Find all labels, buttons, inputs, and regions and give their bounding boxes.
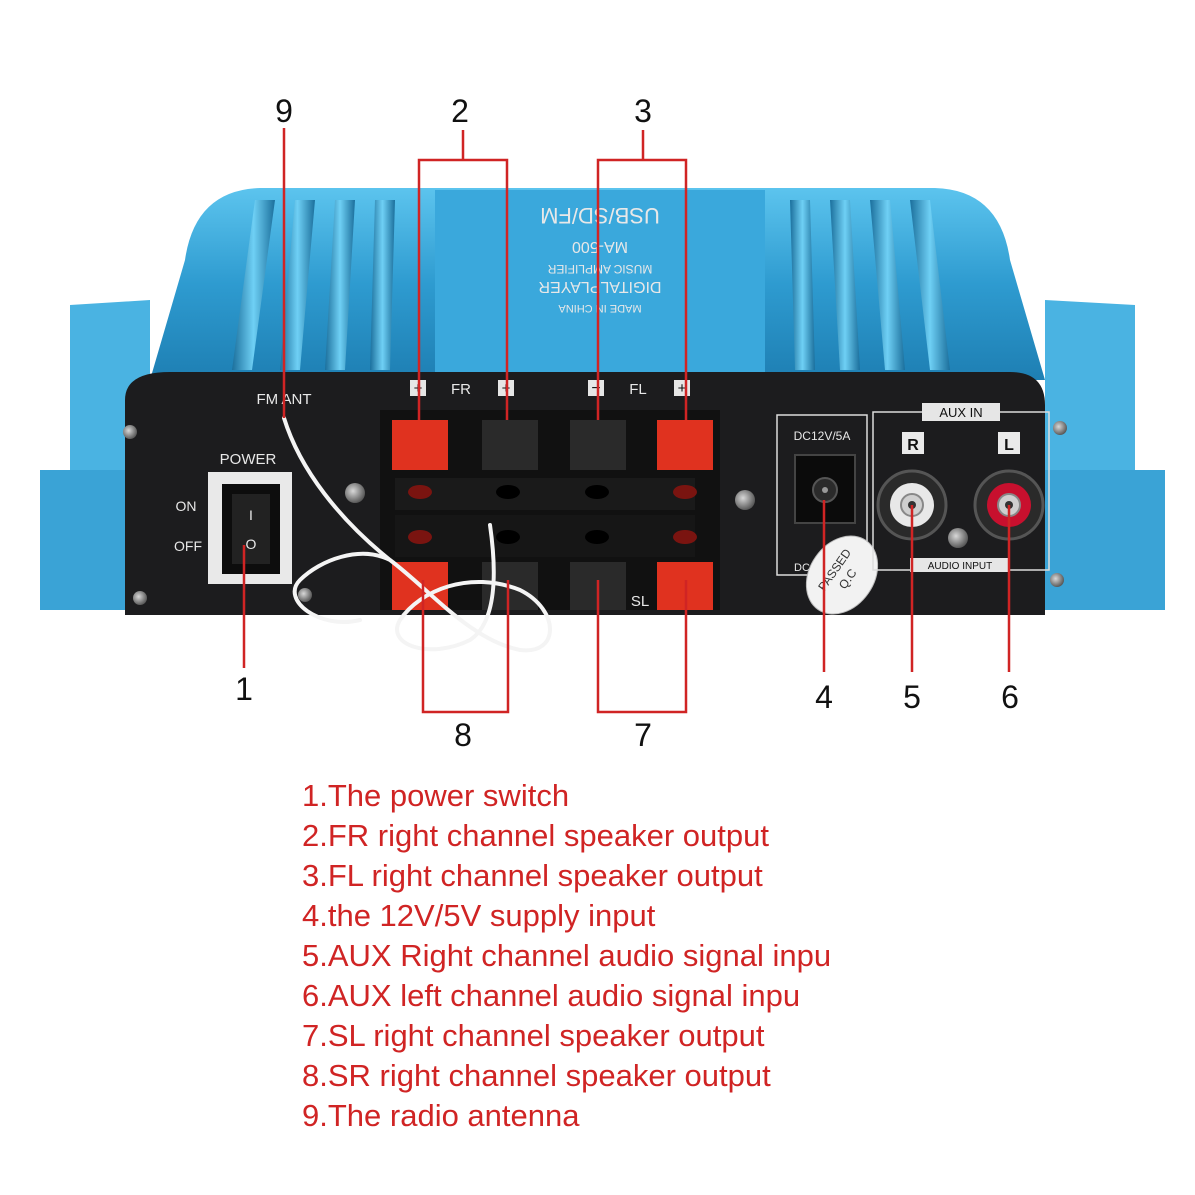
callout-lines [242, 128, 1011, 714]
callout-1: 1 [235, 671, 253, 707]
legend-item-5: 5.AUX Right channel audio signal inpu [302, 938, 832, 973]
callout-2: 2 [451, 93, 469, 129]
side-flange-right [1045, 300, 1165, 610]
amplifier-diagram: MADE IN CHINA DIGITALPLAYER MUSIC AMPLIF… [40, 93, 1165, 753]
panel-screw [298, 588, 312, 602]
aux-l-label: L [1004, 437, 1014, 454]
panel-screw [948, 528, 968, 548]
terminal-fr-plus[interactable] [482, 420, 538, 470]
speaker-terminal-block: + FR + − FL + SL [380, 380, 720, 610]
svg-text:MA-500: MA-500 [572, 238, 628, 255]
switch-off-mark: O [246, 536, 257, 552]
panel-screw [735, 490, 755, 510]
fr-label: FR [451, 381, 471, 398]
fl-plus-sign: + [678, 380, 687, 397]
on-label: ON [176, 498, 197, 514]
sl-label: SL [631, 593, 649, 610]
dc-polarity-label: DC [794, 562, 810, 574]
cooling-fins-left [232, 200, 395, 370]
terminal-fl-minus[interactable] [570, 420, 626, 470]
off-label: OFF [174, 538, 202, 554]
svg-text:MUSIC AMPLIFIER: MUSIC AMPLIFIER [547, 262, 652, 276]
branding-text: MADE IN CHINA DIGITALPLAYER MUSIC AMPLIF… [539, 203, 662, 314]
legend-item-1: 1.The power switch [302, 778, 570, 813]
dc-label: DC12V/5A [794, 429, 851, 443]
fl-minus-sign: − [591, 380, 600, 397]
panel-screw [1050, 573, 1064, 587]
switch-on-mark: I [249, 507, 253, 523]
audio-input-label: AUDIO INPUT [928, 561, 992, 572]
power-label: POWER [220, 451, 277, 468]
panel-screw [345, 483, 365, 503]
callout-5: 5 [903, 679, 921, 715]
terminal-fl-plus[interactable] [657, 420, 713, 470]
legend-item-3: 3.FL right channel speaker output [302, 858, 763, 893]
legend-item-9: 9.The radio antenna [302, 1098, 580, 1133]
fl-label: FL [629, 381, 647, 398]
callout-9: 9 [275, 93, 293, 129]
callout-8: 8 [454, 717, 472, 753]
cooling-fins-right [790, 200, 950, 370]
callout-3: 3 [634, 93, 652, 129]
branding-plate [435, 190, 765, 375]
legend-item-2: 2.FR right channel speaker output [302, 818, 769, 853]
svg-text:USB/SD/FM: USB/SD/FM [540, 203, 660, 228]
aux-in-label: AUX IN [939, 405, 982, 420]
svg-text:DIGITALPLAYER: DIGITALPLAYER [539, 278, 662, 295]
power-switch-rocker [232, 494, 270, 564]
legend-item-6: 6.AUX left channel audio signal inpu [302, 978, 801, 1013]
aux-in-section: AUX IN R L AUDIO INPUT [872, 403, 1050, 572]
callout-7: 7 [634, 717, 652, 753]
aux-r-label: R [907, 437, 919, 454]
callout-4: 4 [815, 679, 833, 715]
legend-item-8: 8.SR right channel speaker output [302, 1058, 771, 1093]
svg-text:MADE IN CHINA: MADE IN CHINA [558, 302, 642, 314]
terminal-fr-minus[interactable] [392, 420, 448, 470]
legend-item-7: 7.SL right channel speaker output [302, 1018, 765, 1053]
panel-screw [1053, 421, 1067, 435]
dc-input-section: DC12V/5A DC [776, 414, 868, 576]
panel-screw [123, 425, 137, 439]
legend-item-4: 4.the 12V/5V supply input [302, 898, 656, 933]
panel-screw [133, 591, 147, 605]
callout-6: 6 [1001, 679, 1019, 715]
antenna-wire [282, 416, 552, 653]
legend-list: 1.The power switch 2.FR right channel sp… [302, 776, 1182, 1136]
